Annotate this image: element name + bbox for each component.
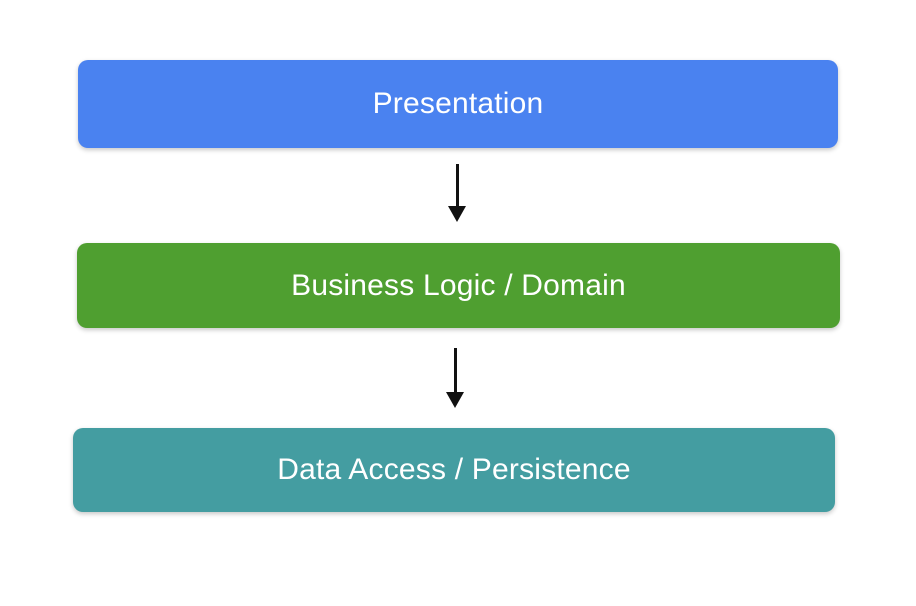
arrow-shaft (455, 164, 459, 206)
layer-box-business-logic: Business Logic / Domain (77, 243, 840, 328)
layer-label-business-logic: Business Logic / Domain (291, 268, 626, 302)
arrow-down-business-to-data (439, 348, 471, 408)
layer-box-data-access: Data Access / Persistence (73, 428, 835, 512)
arrow-head-icon (448, 206, 466, 222)
layer-box-presentation: Presentation (78, 60, 838, 148)
arrow-down-presentation-to-business (441, 164, 473, 222)
layer-label-presentation: Presentation (372, 87, 544, 120)
layer-label-data-access: Data Access / Persistence (277, 453, 631, 486)
arrow-head-icon (446, 392, 464, 408)
arrow-shaft (453, 348, 457, 392)
